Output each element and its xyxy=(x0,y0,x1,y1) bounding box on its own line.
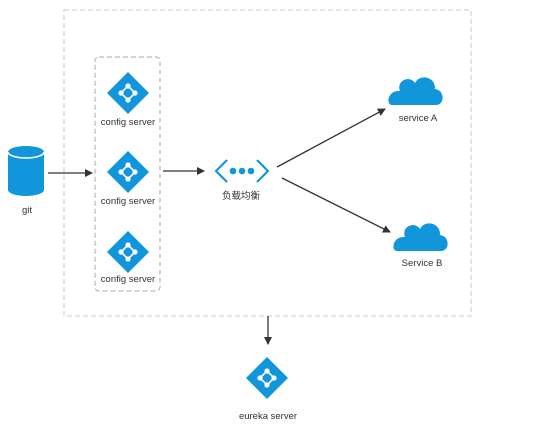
diamond-node-icon xyxy=(245,356,289,400)
cloud-icon xyxy=(393,223,448,251)
eureka-server-label: eureka server xyxy=(239,411,297,422)
diamond-node-icon xyxy=(106,71,150,115)
arrow-lb-to-service-a xyxy=(276,108,386,168)
cloud-icon xyxy=(388,77,443,105)
config-server-group xyxy=(94,56,161,292)
diamond-node-icon xyxy=(106,150,150,194)
config-server-2-label: config server xyxy=(101,196,155,207)
config-server-3-label: config server xyxy=(101,274,155,285)
load-balancer-node: 负载均衡 xyxy=(214,159,270,202)
config-server-3: config server xyxy=(101,230,155,285)
eureka-server-node: eureka server xyxy=(239,356,297,422)
git-node: git xyxy=(7,146,45,216)
load-balancer-icon xyxy=(214,159,270,183)
load-balancer-label: 负载均衡 xyxy=(222,190,261,202)
arrow-lb-to-service-b xyxy=(281,177,391,233)
config-server-1-label: config server xyxy=(101,117,155,128)
config-server-2: config server xyxy=(101,150,155,207)
service-a-node: service A xyxy=(388,77,443,124)
database-icon xyxy=(7,146,45,196)
service-a-label: service A xyxy=(399,113,438,124)
service-b-label: Service B xyxy=(402,258,443,269)
git-label: git xyxy=(22,205,32,216)
config-server-1: config server xyxy=(101,71,155,128)
diamond-node-icon xyxy=(106,230,150,274)
service-b-node: Service B xyxy=(393,223,448,269)
